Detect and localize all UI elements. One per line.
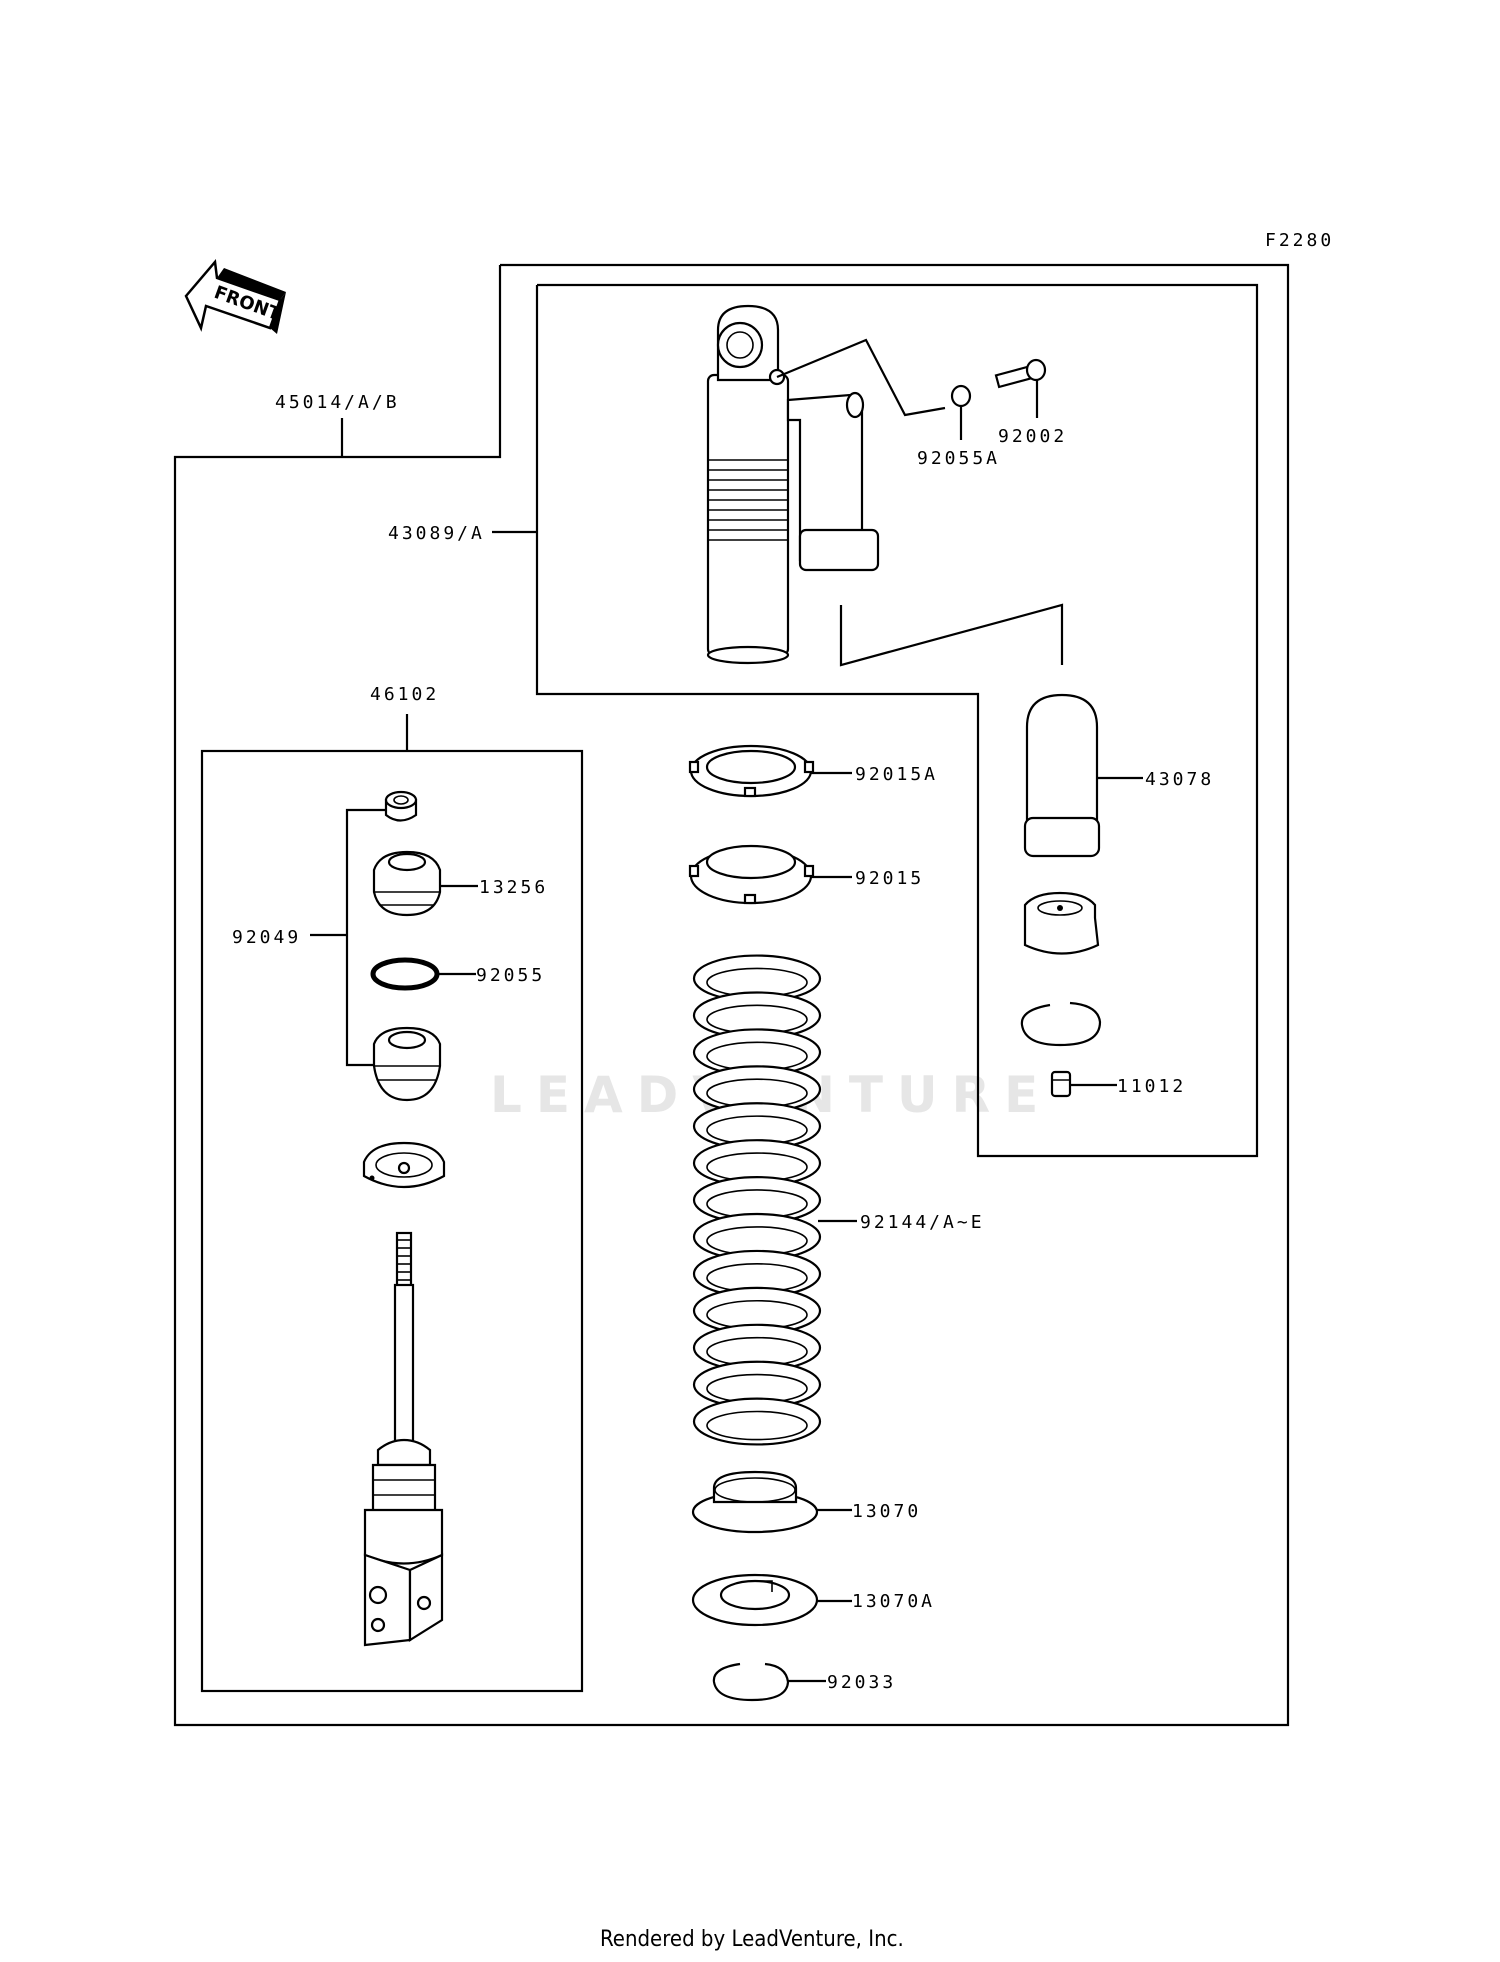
valve-11012 bbox=[1050, 1070, 1072, 1098]
reservoir-43078 bbox=[1023, 693, 1101, 858]
locknut-92015a bbox=[688, 744, 815, 798]
reservoir-cap bbox=[1023, 891, 1100, 955]
callout-13070: 13070 bbox=[852, 1501, 921, 1522]
callout-92055: 92055 bbox=[476, 965, 545, 986]
shock-body bbox=[706, 304, 880, 665]
spring-92144 bbox=[692, 954, 822, 1446]
callout-92049: 92049 bbox=[232, 927, 301, 948]
callout-45014: 45014/A/B bbox=[275, 392, 400, 413]
piston-rod-frame bbox=[200, 749, 584, 1693]
callout-13256: 13256 bbox=[479, 877, 548, 898]
footer-credit: Rendered by LeadVenture, Inc. bbox=[600, 1927, 904, 1952]
bushing-13256 bbox=[372, 850, 442, 917]
nut bbox=[384, 790, 418, 822]
callout-92015a: 92015A bbox=[855, 764, 938, 785]
circlip-92033 bbox=[712, 1662, 790, 1702]
front-arrow-icon: FRONT bbox=[184, 259, 286, 334]
locknut-92015 bbox=[688, 844, 815, 905]
callout-43078: 43078 bbox=[1145, 769, 1214, 790]
callout-11012: 11012 bbox=[1117, 1076, 1186, 1097]
piston-rod bbox=[363, 1231, 444, 1647]
callout-92002: 92002 bbox=[998, 426, 1067, 447]
o-ring-92055a bbox=[950, 384, 972, 408]
callout-92055a: 92055A bbox=[917, 448, 1000, 469]
piston bbox=[372, 1026, 442, 1102]
callout-46102: 46102 bbox=[370, 684, 439, 705]
spring-seat-13070a bbox=[691, 1573, 819, 1627]
callout-92015: 92015 bbox=[855, 868, 924, 889]
o-ring-92055 bbox=[370, 957, 440, 991]
body-frame bbox=[535, 283, 1259, 1158]
assembly-frame bbox=[173, 263, 1290, 1727]
valve-seat bbox=[362, 1141, 446, 1189]
spring-seat-13070 bbox=[691, 1470, 819, 1534]
callout-43089: 43089/A bbox=[388, 523, 485, 544]
callout-92144: 92144/A~E bbox=[860, 1212, 985, 1233]
snap-ring bbox=[1020, 1001, 1102, 1047]
diagram-code: F2280 bbox=[1265, 230, 1334, 251]
callout-92033: 92033 bbox=[827, 1672, 896, 1693]
callout-13070a: 13070A bbox=[852, 1591, 935, 1612]
